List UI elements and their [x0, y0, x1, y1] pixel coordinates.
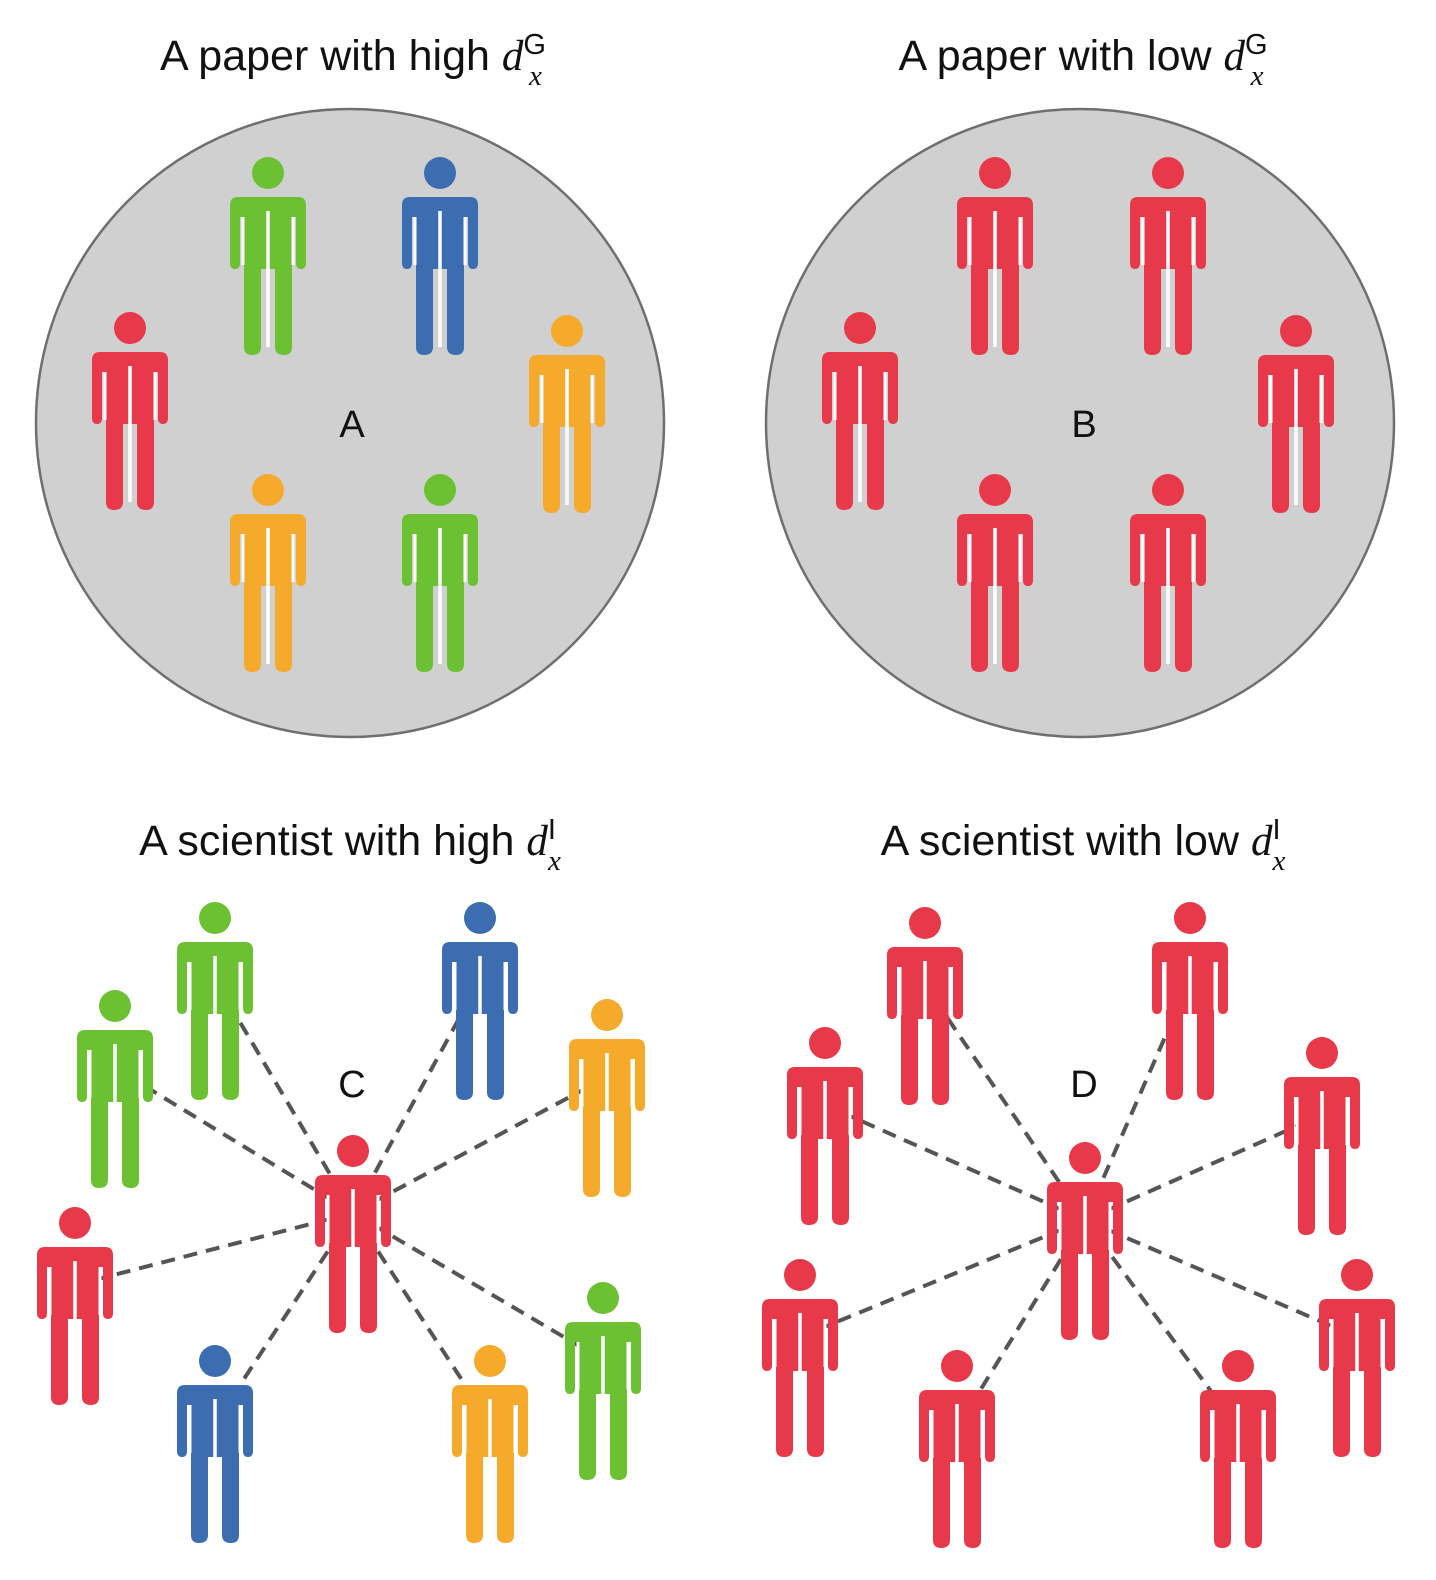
- collaboration-link: [1084, 1218, 1358, 1339]
- collaboration-link: [113, 1066, 355, 1215]
- center-label-b: B: [1071, 404, 1096, 446]
- collaborator-person-icon: [75, 988, 155, 1188]
- people-group-d: [760, 900, 1397, 1548]
- collaborator-person-icon: [440, 900, 520, 1100]
- collaboration-link: [351, 1211, 605, 1362]
- collaborator-person-icon: [1317, 1257, 1397, 1457]
- collaborator-person-icon: [1150, 900, 1230, 1100]
- people-group-c: [35, 900, 647, 1543]
- collaborator-person-icon: [1198, 1348, 1278, 1548]
- collaborator-person-icon: [563, 1280, 643, 1480]
- collaborator-person-icon: [175, 900, 255, 1100]
- center-label-a: A: [339, 404, 365, 446]
- collaboration-link: [352, 1075, 608, 1215]
- collaborator-person-icon: [175, 1343, 255, 1543]
- collaborator-person-icon: [785, 1025, 865, 1225]
- collaborator-person-icon: [885, 905, 965, 1105]
- collaborator-person-icon: [450, 1343, 530, 1543]
- collaborator-person-icon: [35, 1205, 115, 1405]
- collaborator-person-icon: [567, 997, 647, 1197]
- center-label-c: C: [338, 1064, 365, 1106]
- center-label-d: D: [1070, 1064, 1097, 1106]
- central-scientist-icon: [1045, 1140, 1125, 1340]
- collaborator-person-icon: [760, 1257, 840, 1457]
- collaboration-link: [799, 1218, 1086, 1339]
- collaboration-link: [1084, 1113, 1323, 1222]
- collaboration-link: [824, 1103, 1086, 1222]
- collaboration-link: [955, 1218, 1087, 1430]
- collaborator-person-icon: [917, 1348, 997, 1548]
- paper-circle-a: [34, 107, 666, 739]
- collaboration-link: [923, 983, 1087, 1222]
- collaboration-link: [74, 1211, 354, 1287]
- collaborator-person-icon: [1282, 1035, 1362, 1235]
- paper-circle-b: [764, 107, 1396, 739]
